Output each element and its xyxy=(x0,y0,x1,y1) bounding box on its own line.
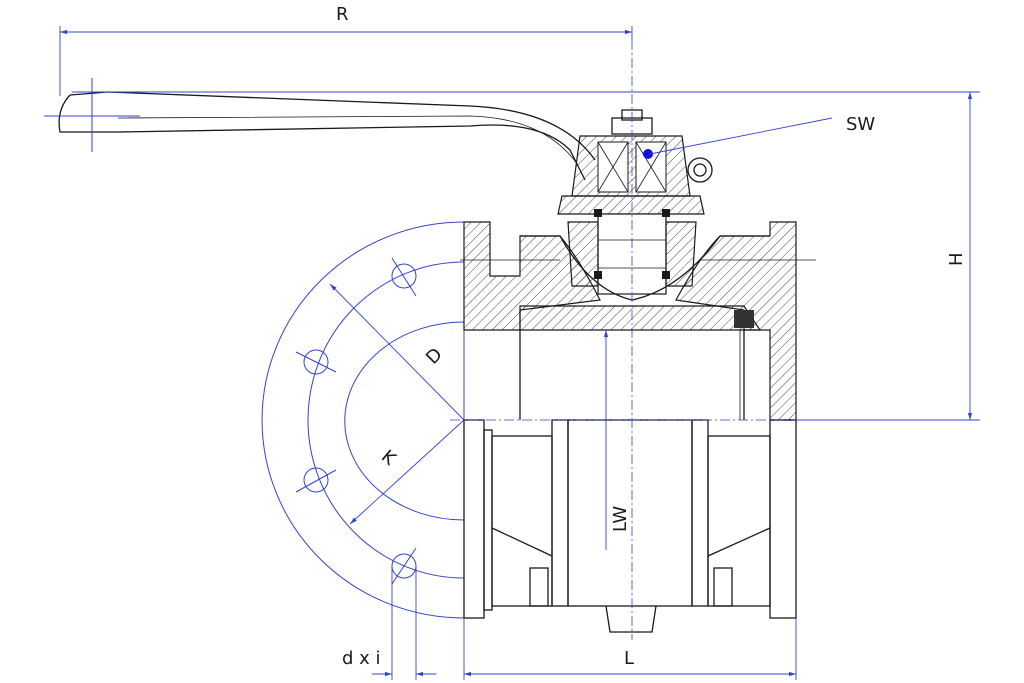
flange-outer-arc xyxy=(261,221,465,619)
label-l: L xyxy=(624,648,634,669)
bolt-circle-arc xyxy=(307,261,465,579)
label-k: K xyxy=(377,446,400,470)
label-sw: SW xyxy=(846,114,875,135)
k-dimension-line xyxy=(349,419,465,525)
handle-lever xyxy=(44,78,596,181)
label-d: D xyxy=(422,344,447,369)
bolt-holes xyxy=(295,257,417,585)
sw-marker-dot xyxy=(643,149,653,159)
label-r: R xyxy=(336,4,349,25)
d-dimension-line xyxy=(329,283,465,421)
label-lw: LW xyxy=(610,506,631,532)
flange-inner-arc xyxy=(344,321,465,521)
flange-view xyxy=(261,221,465,619)
label-h: H xyxy=(946,252,967,266)
valve-body xyxy=(460,221,816,421)
dimension-lines xyxy=(59,26,980,680)
label-dxi: d x i xyxy=(342,648,381,669)
